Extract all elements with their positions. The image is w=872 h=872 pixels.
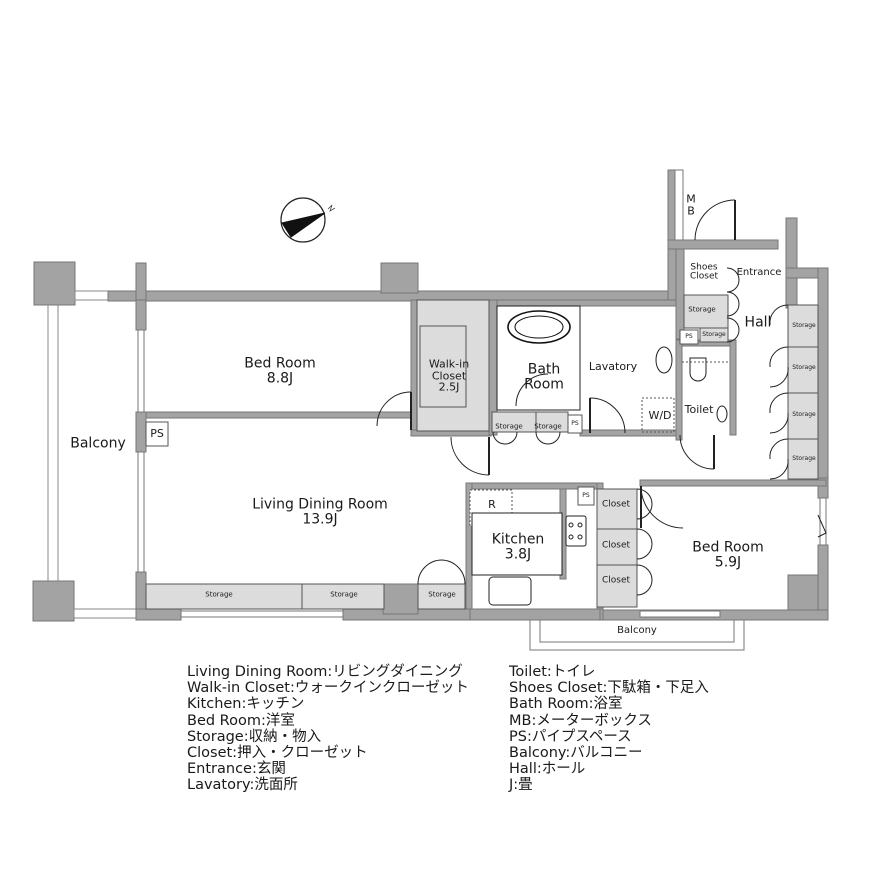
storage-label: Storage <box>792 321 816 329</box>
windows <box>137 169 827 618</box>
closet-label-3: Closet <box>601 575 631 586</box>
legend-item: Walk-in Closet:ウォークインクローゼット <box>187 680 469 697</box>
stove-icon <box>565 515 587 547</box>
closet-label-2: Closet <box>601 540 631 551</box>
legend-item: Bed Room:洋室 <box>187 712 295 729</box>
legend-item: MB:メーターボックス <box>509 712 652 729</box>
storage-label: Storage <box>330 590 358 599</box>
legend-item: J:畳 <box>509 777 533 794</box>
storage-label: Storage <box>792 410 816 418</box>
storage-label: Storage <box>495 422 523 431</box>
toilet-label: Toilet <box>684 403 714 417</box>
legend-right: Toilet:トイレ Shoes Closet:下駄箱・下足入 Bath Roo… <box>509 664 709 794</box>
balcony-south-label: Balcony <box>617 624 657 636</box>
toilet-icon <box>682 357 730 423</box>
kitchen-sink-icon <box>488 576 532 606</box>
door-swings <box>376 199 827 596</box>
ps-hall-label: PS <box>685 332 693 340</box>
legend-item: Balcony:バルコニー <box>509 745 643 762</box>
hall-label: Hall <box>744 314 772 331</box>
closet-label-1: Closet <box>601 499 631 510</box>
ps-bath-label: PS <box>571 419 579 427</box>
legend-item: Living Dining Room:リビングダイニング <box>187 664 463 680</box>
storage-label: Storage <box>792 454 816 462</box>
storage-label: Storage <box>792 363 816 371</box>
legend-item: Storage:収納・物入 <box>187 728 322 745</box>
refrigerator-label: R <box>488 498 496 512</box>
legend-item: Shoes Closet:下駄箱・下足入 <box>509 680 709 697</box>
bathtub-icon <box>496 305 581 411</box>
legend-item: Bath Room:浴室 <box>509 696 623 713</box>
balcony-west <box>32 261 137 622</box>
wd-label: W/D <box>648 409 672 423</box>
lavatory-label: Lavatory <box>588 360 638 374</box>
balcony-west-label: Balcony <box>70 435 126 452</box>
ps-kitchen-label: PS <box>582 491 590 499</box>
legend-item: Toilet:トイレ <box>509 664 596 680</box>
legend-item: Entrance:玄関 <box>187 761 286 778</box>
north-arrow-icon <box>280 197 336 243</box>
entrance-label: Entrance <box>736 266 782 278</box>
storage-label: Storage <box>428 590 456 599</box>
legend-item: Closet:押入・クローゼット <box>187 745 368 762</box>
storage-label: Storage <box>534 422 562 431</box>
storage-fills <box>145 294 819 610</box>
storage-label: Storage <box>205 590 233 599</box>
ps-west-label: PS <box>150 427 164 441</box>
legend-item: Hall:ホール <box>509 761 586 778</box>
balcony-south <box>529 619 745 651</box>
legend-item: PS:パイプスペース <box>509 728 632 745</box>
legend-left: Living Dining Room:リビングダイニング Walk-in Clo… <box>187 664 469 794</box>
legend-item: Lavatory:洗面所 <box>187 777 298 794</box>
storage-label: Storage <box>702 330 726 338</box>
legend-item: Kitchen:キッチン <box>187 696 305 713</box>
washer-dryer-icon <box>641 397 675 433</box>
storage-label: Storage <box>688 305 716 314</box>
sink-icon <box>655 346 673 374</box>
